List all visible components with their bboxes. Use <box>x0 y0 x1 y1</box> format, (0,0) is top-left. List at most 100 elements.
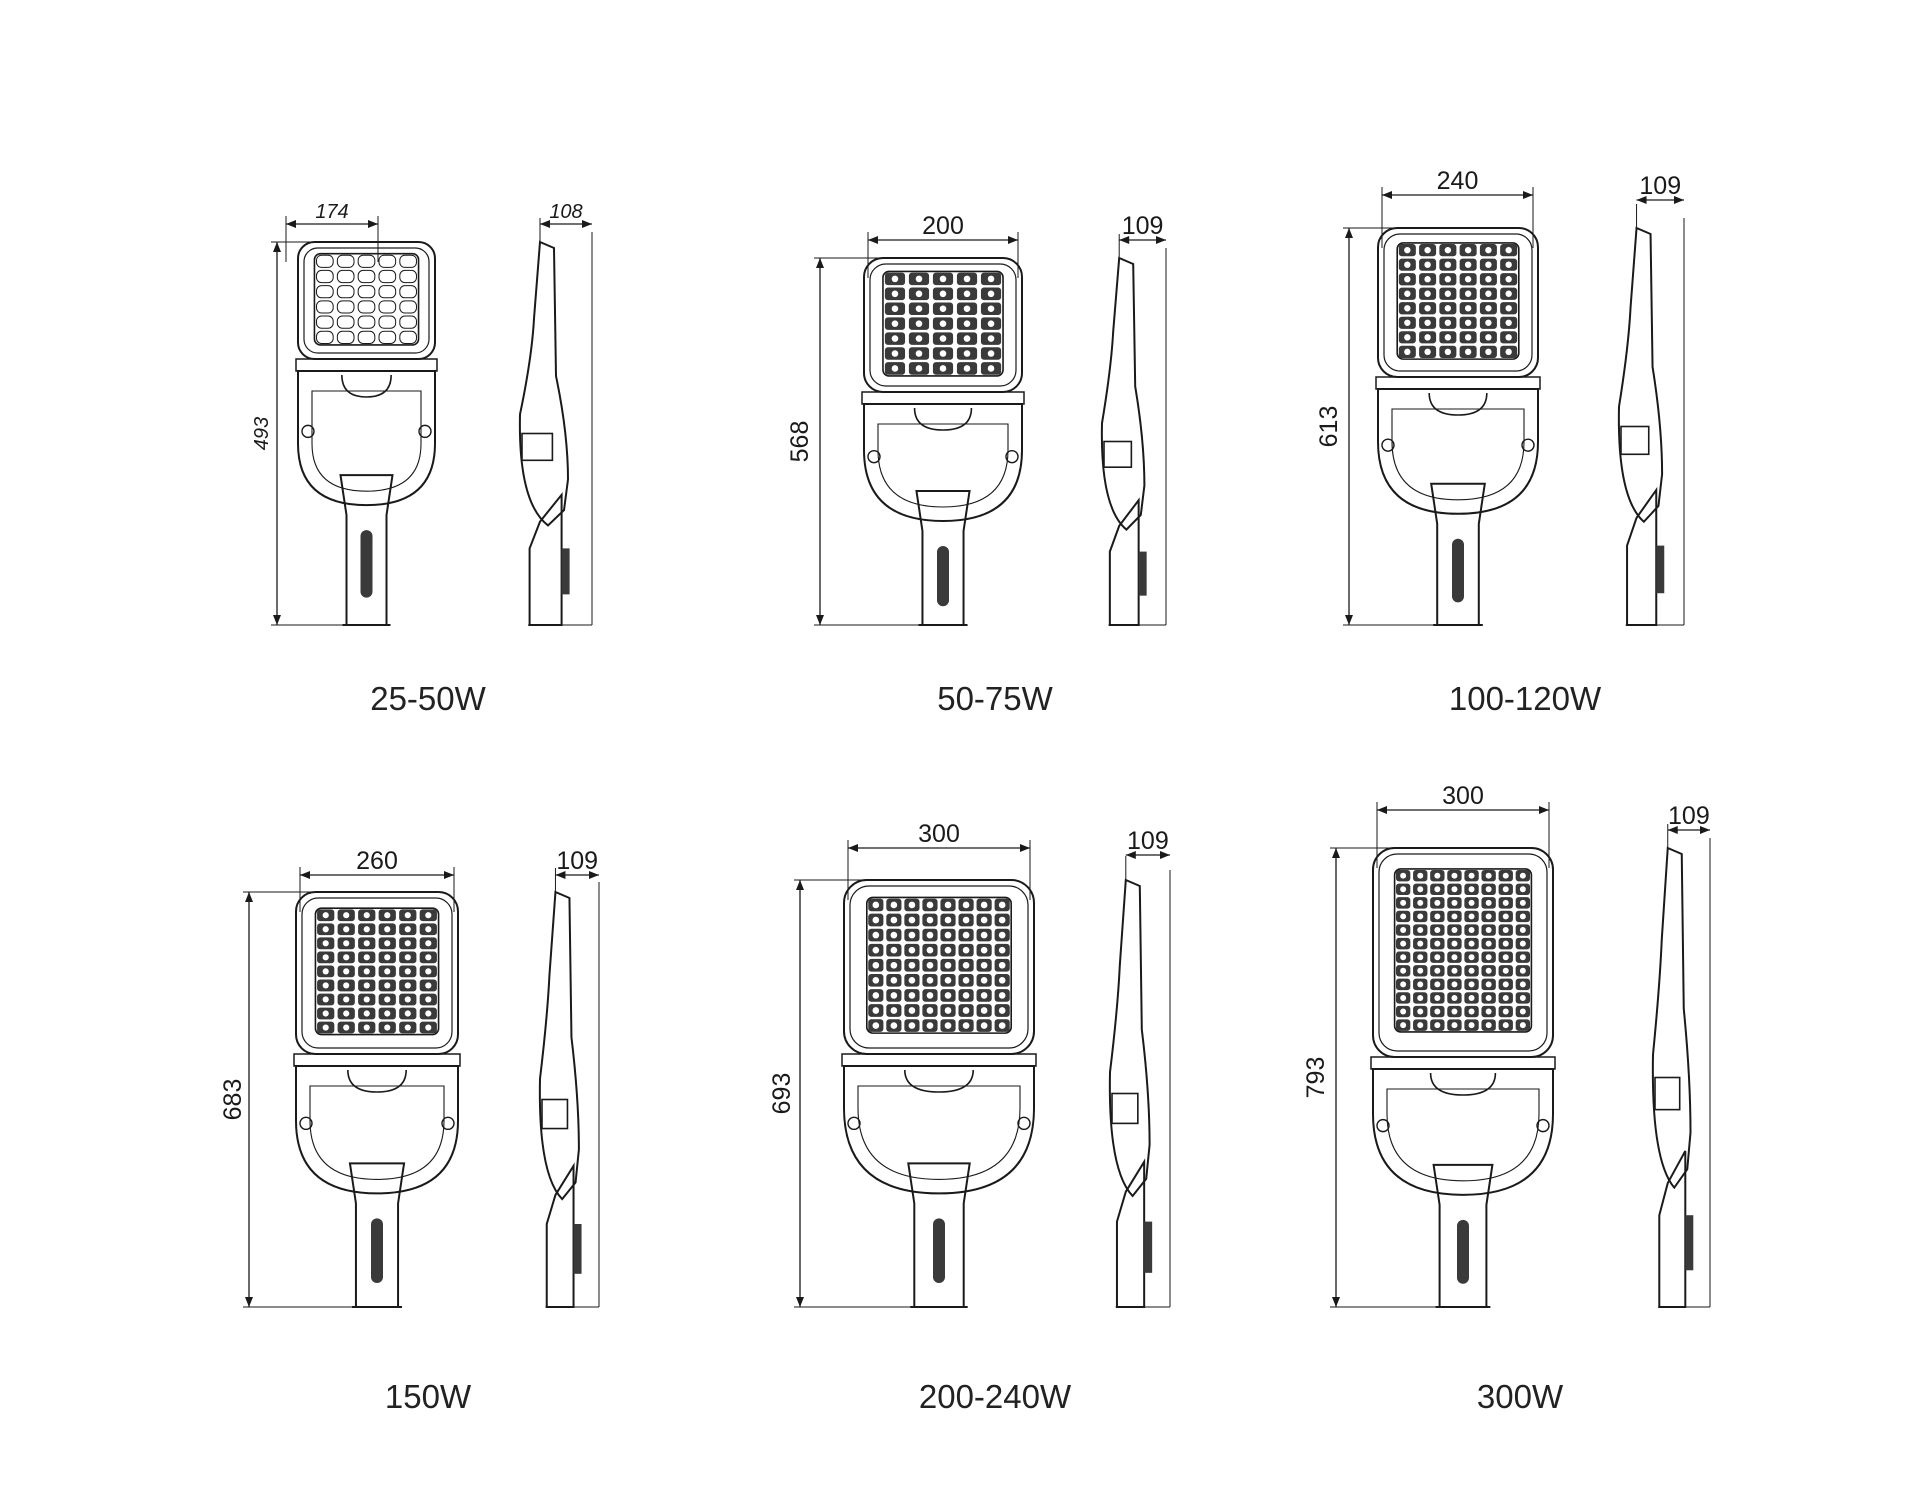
led-lens <box>944 916 952 924</box>
led-lens <box>944 977 952 984</box>
head-inner <box>849 885 1029 1049</box>
led-lens <box>316 315 334 329</box>
led-lens <box>336 269 355 284</box>
led-lens <box>1451 954 1458 961</box>
led-lens <box>939 350 947 357</box>
led-lens <box>891 365 899 372</box>
led-lens <box>915 350 923 357</box>
led-lens <box>915 335 923 342</box>
front-view <box>1330 847 1556 1308</box>
led-lens <box>322 940 329 947</box>
latch <box>418 424 432 439</box>
led-lens <box>890 901 898 909</box>
depth-dimension: 108 <box>540 201 592 228</box>
handle <box>347 1069 407 1093</box>
led-lens <box>1485 940 1492 947</box>
hinge-band <box>1370 1056 1556 1070</box>
led-lens <box>1464 348 1472 356</box>
led-lens <box>1505 246 1512 254</box>
mount-slot <box>1452 538 1464 603</box>
led-lens <box>926 1022 934 1029</box>
led-lens <box>384 912 391 919</box>
side-bolt <box>573 1224 582 1274</box>
width-dimension: 174 <box>285 201 379 262</box>
led-lens <box>963 305 971 313</box>
led-lens <box>944 946 952 954</box>
led-lens <box>915 365 923 372</box>
side-arm <box>1626 486 1658 626</box>
led-lens <box>384 1024 391 1031</box>
led-lens <box>384 940 391 947</box>
led-lens <box>872 901 880 909</box>
led-lens <box>399 254 417 268</box>
led-lens <box>1434 1008 1441 1015</box>
led-lens <box>1485 305 1492 312</box>
led-lens <box>1519 954 1526 961</box>
led-lens <box>1505 334 1512 341</box>
led-lens <box>1434 954 1441 961</box>
led-lens <box>890 1007 898 1014</box>
led-lens <box>1485 246 1492 254</box>
handle <box>904 1069 974 1093</box>
led-lens <box>980 961 988 969</box>
led-lens <box>944 992 952 999</box>
led-lens <box>1404 319 1411 326</box>
led-lens <box>1400 994 1407 1001</box>
led-lens <box>1400 1022 1407 1029</box>
led-lens <box>926 946 934 954</box>
width-dimension: 260 <box>299 847 455 912</box>
head-inner <box>1378 853 1548 1052</box>
led-lens <box>1502 967 1509 974</box>
led-lens <box>872 992 880 999</box>
led-lens <box>1468 927 1475 934</box>
led-lens <box>962 901 970 909</box>
led-lens <box>1444 246 1452 254</box>
led-lens <box>1485 899 1492 906</box>
led-lens <box>363 940 370 947</box>
led-lens <box>1464 276 1472 283</box>
led-lens <box>926 916 934 924</box>
led-lens <box>1451 967 1458 974</box>
led-lens <box>1505 261 1512 268</box>
led-lens <box>384 996 391 1003</box>
led-lens <box>998 946 1006 954</box>
depth-value: 109 <box>1127 827 1169 855</box>
led-lens <box>1434 994 1441 1001</box>
led-lens <box>404 968 411 975</box>
driver-housing <box>1372 1068 1554 1196</box>
led-lens <box>336 330 355 344</box>
led-lens <box>1505 305 1512 312</box>
led-lens <box>915 275 923 283</box>
led-lens <box>363 1010 370 1017</box>
led-lens <box>890 961 898 969</box>
side-arm <box>1108 497 1140 626</box>
led-lens <box>987 365 995 372</box>
led-lens <box>357 269 376 284</box>
led-lens <box>987 320 995 327</box>
led-lens <box>980 901 988 909</box>
led-lens <box>987 275 995 283</box>
led-lens <box>980 992 988 999</box>
led-lens <box>1485 261 1492 268</box>
led-lens <box>962 931 970 939</box>
led-lens <box>1485 276 1492 283</box>
led-lens <box>399 315 417 329</box>
handle <box>913 407 973 431</box>
led-lens <box>908 961 916 969</box>
led-lens <box>998 931 1006 939</box>
led-lens <box>962 977 970 984</box>
width-dimension: 240 <box>1381 167 1534 248</box>
mount-slot <box>937 546 949 607</box>
side-bracket <box>1111 1092 1139 1125</box>
side-view <box>1617 204 1685 626</box>
side-arm <box>1658 1150 1687 1308</box>
led-lens <box>998 961 1006 969</box>
led-lens <box>1400 886 1407 893</box>
front-view <box>794 879 1037 1308</box>
led-lens <box>1468 886 1475 893</box>
led-lens <box>363 954 370 961</box>
led-lens <box>322 1024 329 1031</box>
led-lens <box>1468 954 1475 961</box>
driver-housing <box>863 403 1023 523</box>
